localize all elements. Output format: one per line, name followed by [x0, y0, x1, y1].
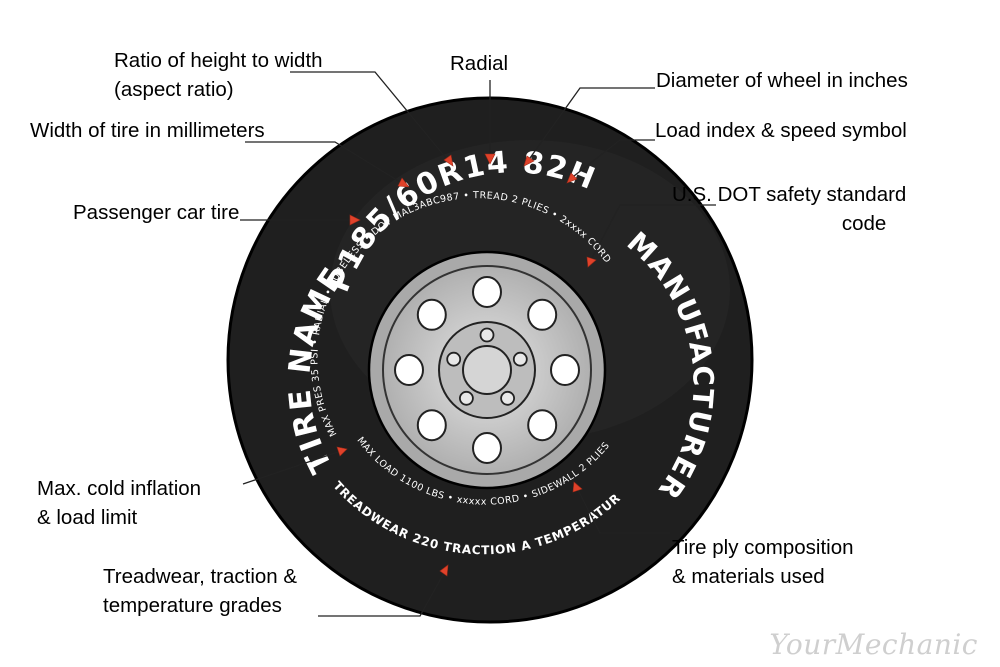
label-passenger-line-1: Passenger car tire — [73, 201, 240, 224]
rim-vent-hole — [416, 298, 447, 331]
arrow-load-speed — [566, 172, 578, 184]
lug-nut — [479, 327, 495, 343]
label-treadwear: Treadwear, traction & temperature grades — [103, 562, 297, 620]
lug-nuts — [446, 327, 528, 406]
arrow-ply — [572, 481, 583, 493]
rim-vent-hole — [394, 354, 424, 386]
leader-ply — [577, 489, 670, 534]
arrow-treadwear — [439, 564, 449, 577]
label-dot-line-1: U.S. DOT safety standard — [672, 183, 907, 206]
label-ply-line-2: & materials used — [672, 565, 825, 588]
rim-vent-hole — [472, 276, 502, 308]
rim-vent-hole — [472, 432, 502, 464]
label-width-line-1: Width of tire in millimeters — [30, 119, 265, 142]
arrow-radial — [484, 153, 496, 165]
lug-nut — [458, 390, 474, 406]
leader-aspect-ratio — [290, 71, 447, 159]
label-radial-line-1: Radial — [450, 52, 509, 75]
leader-dot — [591, 204, 716, 259]
leader-diameter — [529, 87, 655, 159]
label-max-inflation-line-2: & load limit — [37, 506, 138, 529]
label-width: Width of tire in millimeters — [30, 116, 265, 145]
arrow-passenger — [349, 214, 361, 226]
label-dot: U.S. DOT safety standard code — [672, 180, 906, 238]
leader-max-inflation — [242, 451, 339, 485]
arrow-max-inflation — [336, 446, 348, 457]
lug-nut — [500, 390, 516, 406]
label-ply: Tire ply composition & materials used — [672, 533, 854, 591]
label-aspect-ratio-line-2: (aspect ratio) — [114, 78, 234, 101]
lug-nut — [512, 351, 528, 367]
label-dot-line-2: code — [841, 212, 887, 235]
rim-center — [462, 345, 512, 395]
rim-vent-hole — [550, 354, 580, 386]
rim-vent-hole — [416, 409, 447, 442]
label-aspect-ratio: Ratio of height to width (aspect ratio) — [114, 46, 323, 104]
label-diameter: Diameter of wheel in inches — [656, 66, 908, 95]
label-passenger: Passenger car tire — [73, 198, 239, 227]
label-load-speed-line-1: Load index & speed symbol — [655, 119, 907, 142]
rim-vent-hole — [527, 298, 558, 331]
arrow-width — [397, 177, 410, 188]
arrow-markers — [336, 153, 597, 577]
arrow-aspect-ratio — [443, 154, 454, 167]
label-diameter-line-1: Diameter of wheel in inches — [656, 69, 908, 92]
label-ply-line-1: Tire ply composition — [672, 536, 854, 559]
label-radial: Radial — [450, 49, 508, 78]
leader-lines — [240, 71, 716, 617]
label-treadwear-line-2: temperature grades — [103, 594, 282, 617]
leader-load-speed — [573, 139, 655, 177]
label-max-inflation: Max. cold inflation & load limit — [37, 474, 201, 532]
lug-nut — [446, 351, 462, 367]
leader-treadwear — [318, 572, 445, 617]
arrow-dot — [586, 256, 597, 268]
label-max-inflation-line-1: Max. cold inflation — [37, 477, 202, 500]
watermark-logo: YourMechanic — [769, 628, 978, 661]
label-load-speed: Load index & speed symbol — [655, 116, 907, 145]
label-treadwear-line-1: Treadwear, traction & — [103, 565, 298, 588]
leader-width — [245, 141, 401, 183]
label-aspect-ratio-line-1: Ratio of height to width — [114, 49, 323, 72]
arrow-diameter — [523, 155, 535, 167]
rim-vent-hole — [527, 409, 558, 442]
rim-vents — [394, 276, 580, 464]
